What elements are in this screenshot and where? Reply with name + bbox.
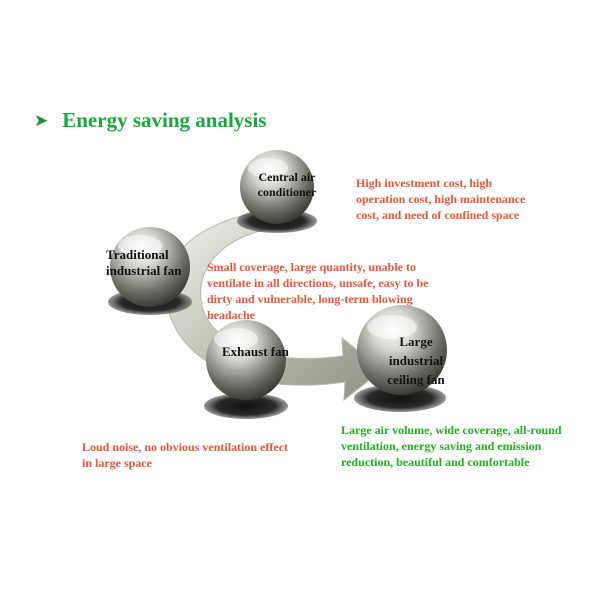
note-exhaust-fan: Loud noise, no obvious ventilation effec…	[82, 440, 289, 470]
page-title: Energy saving analysis	[62, 108, 267, 132]
node-central-air-conditioner	[237, 150, 317, 233]
label-traditional-industrial-fan: Traditional industrial fan	[106, 247, 182, 278]
label-large-industrial-ceiling-fan: Large industrial ceiling fan	[387, 334, 445, 387]
node-large-industrial-ceiling-fan	[354, 305, 447, 412]
label-central-air-conditioner: Central air conditioner	[257, 170, 317, 199]
note-central-air-conditioner: High investment cost, high operation cos…	[356, 176, 526, 222]
note-large-industrial-ceiling-fan: Large air volume, wide coverage, all-rou…	[341, 423, 562, 469]
node-exhaust-fan	[204, 320, 288, 419]
title-row: ➤ Energy saving analysis	[34, 108, 266, 133]
label-exhaust-fan: Exhaust fan	[222, 344, 289, 359]
arrow-right-icon: ➤	[34, 110, 49, 131]
note-traditional-industrial-fan: Small coverage, large quantity, unable t…	[207, 260, 429, 322]
node-traditional-industrial-fan	[108, 227, 192, 315]
